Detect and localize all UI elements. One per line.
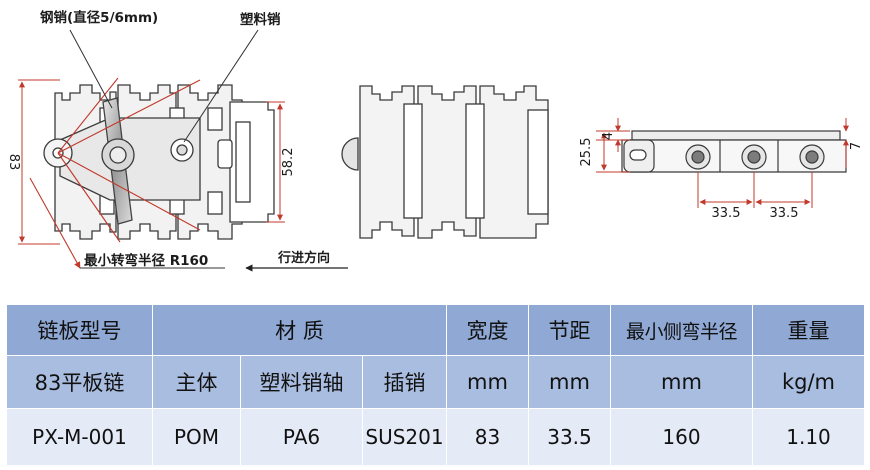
subheader-width-unit: mm xyxy=(446,355,529,409)
header-weight: 重量 xyxy=(752,304,865,356)
cell-width: 83 xyxy=(446,408,529,466)
min-radius-label: 最小转弯半径 R160 xyxy=(84,252,208,269)
dim-inner-width-label: 58.2 xyxy=(281,148,296,177)
header-min-side-radius: 最小侧弯半径 xyxy=(610,304,753,356)
top-view xyxy=(43,84,275,240)
subheader-weight-unit: kg/m xyxy=(752,355,865,409)
table-row: PX-M-001 POM PA6 SUS201 83 33.5 160 1.10 xyxy=(6,408,865,466)
header-width: 宽度 xyxy=(446,304,529,356)
dim-overall-width xyxy=(18,79,60,245)
subheader-body: 主体 xyxy=(152,355,241,409)
dim-side-height-label: 7 xyxy=(849,142,864,150)
subheader-radius-unit: mm xyxy=(610,355,753,409)
header-material: 材 质 xyxy=(152,304,447,356)
cell-body: POM xyxy=(152,408,241,466)
dim-pitch-1-label: 33.5 xyxy=(712,206,741,221)
subheader-plastic-pin-shaft: 塑料销轴 xyxy=(240,355,363,409)
chain-technical-drawing: 83 58.2 钢销(直径5/6mm) 塑料销 最小转弯半径 R160 行进方向 xyxy=(6,9,864,272)
cell-min-side-radius: 160 xyxy=(610,408,753,466)
header-model: 链板型号 xyxy=(6,304,153,356)
subheader-model-type: 83平板链 xyxy=(6,355,153,409)
cell-weight: 1.10 xyxy=(752,408,865,466)
dim-plate-thickness-label: 4 xyxy=(601,132,616,140)
subheader-pitch-unit: mm xyxy=(528,355,611,409)
dim-overall-width-label: 83 xyxy=(6,154,21,171)
cell-pitch: 33.5 xyxy=(528,408,611,466)
turning-radius-lines xyxy=(29,77,201,269)
callout-lines xyxy=(69,29,259,269)
steel-pin-label: 钢销(直径5/6mm) xyxy=(40,9,158,26)
dim-pitch-2-label: 33.5 xyxy=(770,206,799,221)
table-header-row: 链板型号 材 质 宽度 节距 最小侧弯半径 重量 xyxy=(6,304,865,356)
bottom-plate-1 xyxy=(359,85,415,239)
side-top-plate xyxy=(631,130,841,141)
direction-label: 行进方向 xyxy=(277,250,330,266)
side-pins xyxy=(685,144,825,170)
plastic-pin-label: 塑料销 xyxy=(240,11,281,28)
header-pitch: 节距 xyxy=(528,304,611,356)
subheader-insert-pin: 插销 xyxy=(362,355,447,409)
cell-plastic-pin-shaft: PA6 xyxy=(240,408,363,466)
spec-table: 链板型号 材 质 宽度 节距 最小侧弯半径 重量 83平板链 主体 塑料销轴 插… xyxy=(6,304,865,466)
side-view xyxy=(621,130,847,173)
side-body xyxy=(621,139,847,173)
bottom-view xyxy=(341,85,549,239)
cell-model: PX-M-001 xyxy=(6,408,153,466)
table-subheader-row: 83平板链 主体 塑料销轴 插销 mm mm mm kg/m xyxy=(6,355,865,409)
side-dimensions xyxy=(596,118,849,208)
cell-insert-pin: SUS201 xyxy=(362,408,447,466)
dim-inner-width xyxy=(266,101,285,223)
bottom-plate-2 xyxy=(417,85,477,239)
dim-height-label: 25.5 xyxy=(579,138,594,167)
